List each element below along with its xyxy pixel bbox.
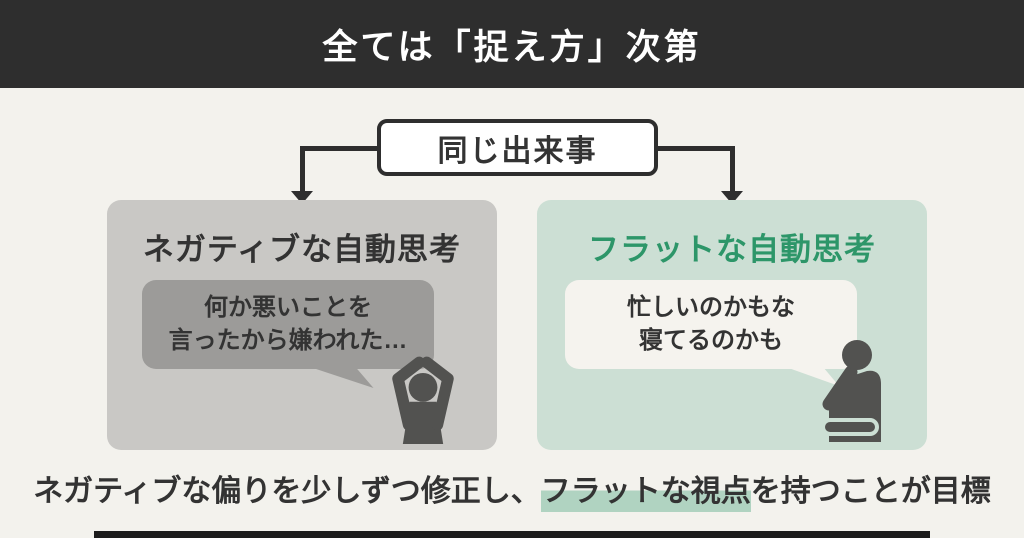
goal-statement: ネガティブな偏りを少しずつ修正し、フラットな視点を持つことが目標: [0, 466, 1024, 512]
negative-panel-title: ネガティブな自動思考: [142, 232, 462, 267]
connector-right-vertical: [730, 146, 735, 192]
flat-panel-title: フラットな自動思考: [588, 232, 876, 267]
goal-text-after: を持つことが目標: [750, 475, 991, 508]
negative-bubble-line2: 言ったから嫌われた…: [168, 326, 408, 354]
footer-bar: [94, 531, 930, 538]
negative-bubble-line1: 何か悪いことを: [204, 294, 372, 322]
flat-thought-panel: フラットな自動思考 忙しいのかもな 寝てるのかも: [537, 200, 927, 450]
negative-bubble-tail: [307, 366, 374, 388]
connector-left-horizontal: [300, 146, 380, 151]
person-thinking-icon: [821, 340, 881, 442]
negative-speech-bubble: 何か悪いことを 言ったから嫌われた…: [142, 280, 434, 369]
flat-speech-bubble: 忙しいのかもな 寝てるのかも: [565, 280, 857, 369]
goal-text-highlight: フラットな視点: [540, 475, 751, 512]
flat-bubble-line1: 忙しいのかもな: [627, 294, 795, 322]
connector-left-vertical: [300, 146, 305, 192]
person-head-in-hands-icon: [392, 356, 454, 444]
flat-bubble-line2: 寝てるのかも: [639, 326, 783, 354]
page-title: 全ては「捉え方」次第: [322, 27, 702, 67]
goal-text-before: ネガティブな偏りを少しずつ修正し、: [33, 475, 541, 508]
same-event-box: 同じ出来事: [377, 119, 658, 176]
same-event-label: 同じ出来事: [437, 134, 598, 168]
negative-thought-panel: ネガティブな自動思考 何か悪いことを 言ったから嫌われた…: [107, 200, 497, 450]
connector-right-horizontal: [655, 146, 735, 151]
header-bar: 全ては「捉え方」次第: [0, 0, 1024, 88]
